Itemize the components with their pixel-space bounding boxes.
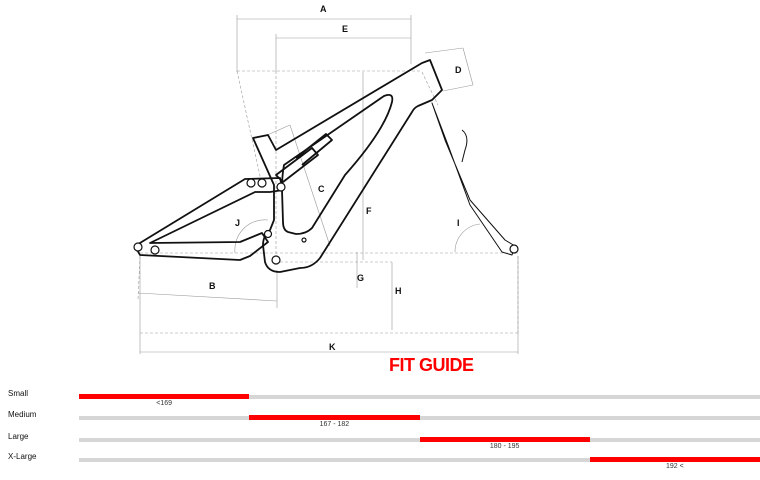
front-axle <box>509 244 519 254</box>
label-a: A <box>320 4 327 14</box>
label-e: E <box>342 24 348 34</box>
size-range-track <box>79 437 760 442</box>
label-k: K <box>329 342 336 352</box>
label-d: D <box>455 65 462 75</box>
size-label: Small <box>8 389 29 398</box>
link-pivot <box>246 178 256 188</box>
size-label: X-Large <box>8 452 37 461</box>
front-triangle <box>252 59 443 273</box>
label-i: I <box>457 218 460 228</box>
size-range-track <box>79 394 760 399</box>
rear-axle-pivot <box>133 242 143 252</box>
shock <box>275 133 333 183</box>
size-label: Large <box>8 432 29 441</box>
size-range-fill <box>249 415 420 420</box>
fork <box>431 102 516 256</box>
size-range-fill <box>589 457 760 462</box>
size-label: Medium <box>8 410 37 419</box>
bike-geometry-diagram: A E D C F J I G H B K <box>133 4 520 354</box>
bottom-bracket <box>271 255 281 265</box>
size-height-range: 167 - 182 <box>319 421 350 428</box>
size-range-fill <box>419 437 590 442</box>
label-f: F <box>366 206 372 216</box>
size-height-range: 192 < <box>666 463 684 470</box>
size-range-track <box>79 415 760 420</box>
fit-guide-title: FIT GUIDE <box>389 355 474 375</box>
label-g: G <box>357 273 364 283</box>
size-height-range: <169 <box>156 400 173 407</box>
size-range-track <box>79 457 760 462</box>
label-h: H <box>395 286 402 296</box>
dim-line-b <box>137 292 278 302</box>
front-triangle-cutout <box>281 93 394 235</box>
label-b: B <box>209 281 216 291</box>
label-c: C <box>318 184 325 194</box>
size-height-range: 180 - 195 <box>489 443 520 450</box>
label-j: J <box>235 218 240 228</box>
size-range-fill <box>79 394 250 399</box>
